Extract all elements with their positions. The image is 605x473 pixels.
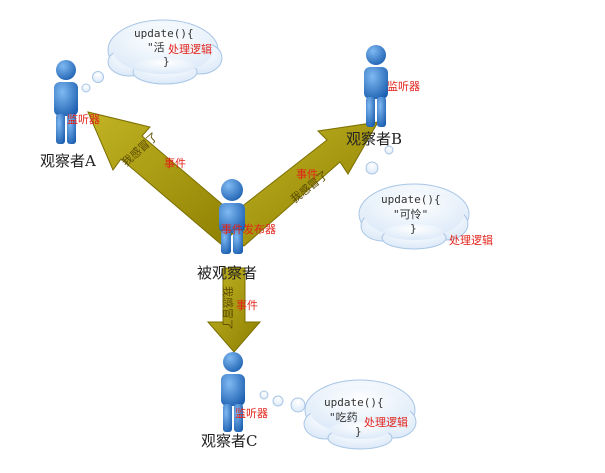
cloud-a-line2: "活: [147, 41, 165, 54]
thought-bubble-c: [259, 379, 417, 450]
arrow-c-text: 我感冒了: [221, 286, 234, 330]
subject-publisher-tag: 事件发布器: [221, 223, 276, 236]
thought-bubble-b: [358, 145, 470, 250]
cloud-a-line3: }: [163, 55, 170, 68]
cloud-c-line1: update(){: [324, 396, 384, 409]
cloud-c-line3: }: [355, 425, 362, 438]
subject-label: 被观察者: [197, 264, 258, 282]
arrow-to-observer-a: [87, 111, 244, 246]
observer-b-person-icon: [364, 45, 388, 127]
thought-bubble-a: [81, 19, 223, 93]
observer-a-label: 观察者A: [40, 152, 96, 170]
arrow-c-event-tag: 事件: [236, 299, 258, 312]
arrow-to-observer-b: [221, 121, 379, 247]
arrow-to-observer-c: [206, 267, 262, 353]
cloud-b-line3: }: [410, 222, 417, 235]
observer-c-listener-tag: 监听器: [235, 407, 268, 420]
arrow-a-event-tag: 事件: [164, 157, 186, 170]
cloud-b-handler-tag: 处理逻辑: [449, 234, 493, 247]
cloud-b-line2: "可怜": [393, 208, 429, 221]
observer-c-person-icon: [221, 352, 245, 432]
cloud-c-handler-tag: 处理逻辑: [364, 416, 408, 429]
cloud-c-line2: "吃药: [329, 411, 358, 424]
observer-a-listener-tag: 监听器: [67, 113, 100, 126]
observer-a-person-icon: [54, 60, 78, 144]
observer-b-listener-tag: 监听器: [387, 80, 420, 93]
cloud-b-line1: update(){: [381, 193, 441, 206]
arrow-b-event-tag: 事件: [296, 168, 318, 181]
subject-person-icon: [219, 179, 245, 254]
observer-b-label: 观察者B: [346, 130, 403, 148]
cloud-a-handler-tag: 处理逻辑: [168, 43, 212, 56]
cloud-a-line1: update(){: [134, 27, 194, 40]
observer-c-label: 观察者C: [201, 432, 258, 450]
